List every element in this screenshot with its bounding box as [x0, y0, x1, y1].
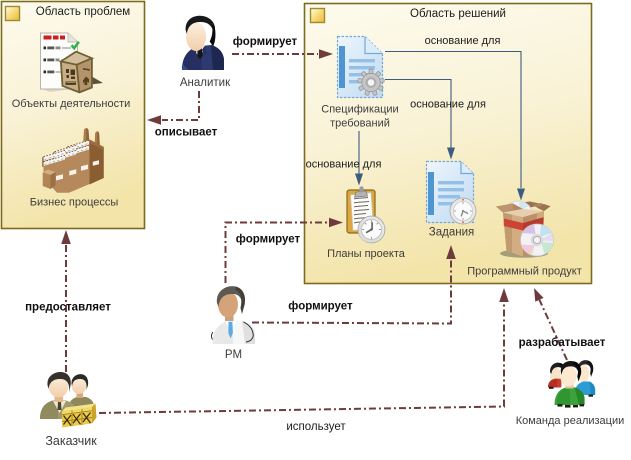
svg-text:использует: использует — [286, 421, 346, 433]
svg-text:основание для: основание для — [425, 35, 501, 47]
svg-text:требований: требований — [330, 118, 390, 130]
svg-text:PM: PM — [225, 349, 242, 361]
svg-text:Спецификации: Спецификации — [321, 104, 398, 116]
svg-text:формирует: формирует — [288, 301, 353, 313]
svg-text:Заказчик: Заказчик — [45, 434, 97, 448]
svg-text:формирует: формирует — [236, 234, 301, 246]
svg-text:Программный продукт: Программный продукт — [467, 266, 582, 278]
svg-text:Объекты деятельности: Объекты деятельности — [12, 98, 131, 110]
svg-text:Область проблем: Область проблем — [36, 6, 131, 18]
svg-text:Аналитик: Аналитик — [180, 77, 231, 89]
svg-text:описывает: описывает — [155, 127, 218, 139]
svg-text:Команда реализации: Команда реализации — [516, 415, 625, 427]
svg-text:разрабатывает: разрабатывает — [519, 337, 606, 349]
svg-text:основание для: основание для — [306, 159, 382, 171]
svg-text:Планы проекта: Планы проекта — [327, 248, 406, 260]
svg-text:основание для: основание для — [410, 99, 486, 111]
svg-text:Область решений: Область решений — [410, 8, 506, 20]
svg-text:Бизнес процессы: Бизнес процессы — [30, 197, 119, 209]
svg-text:Задания: Задания — [429, 227, 474, 239]
svg-text:предоставляет: предоставляет — [25, 302, 111, 314]
svg-text:формирует: формирует — [233, 36, 298, 48]
